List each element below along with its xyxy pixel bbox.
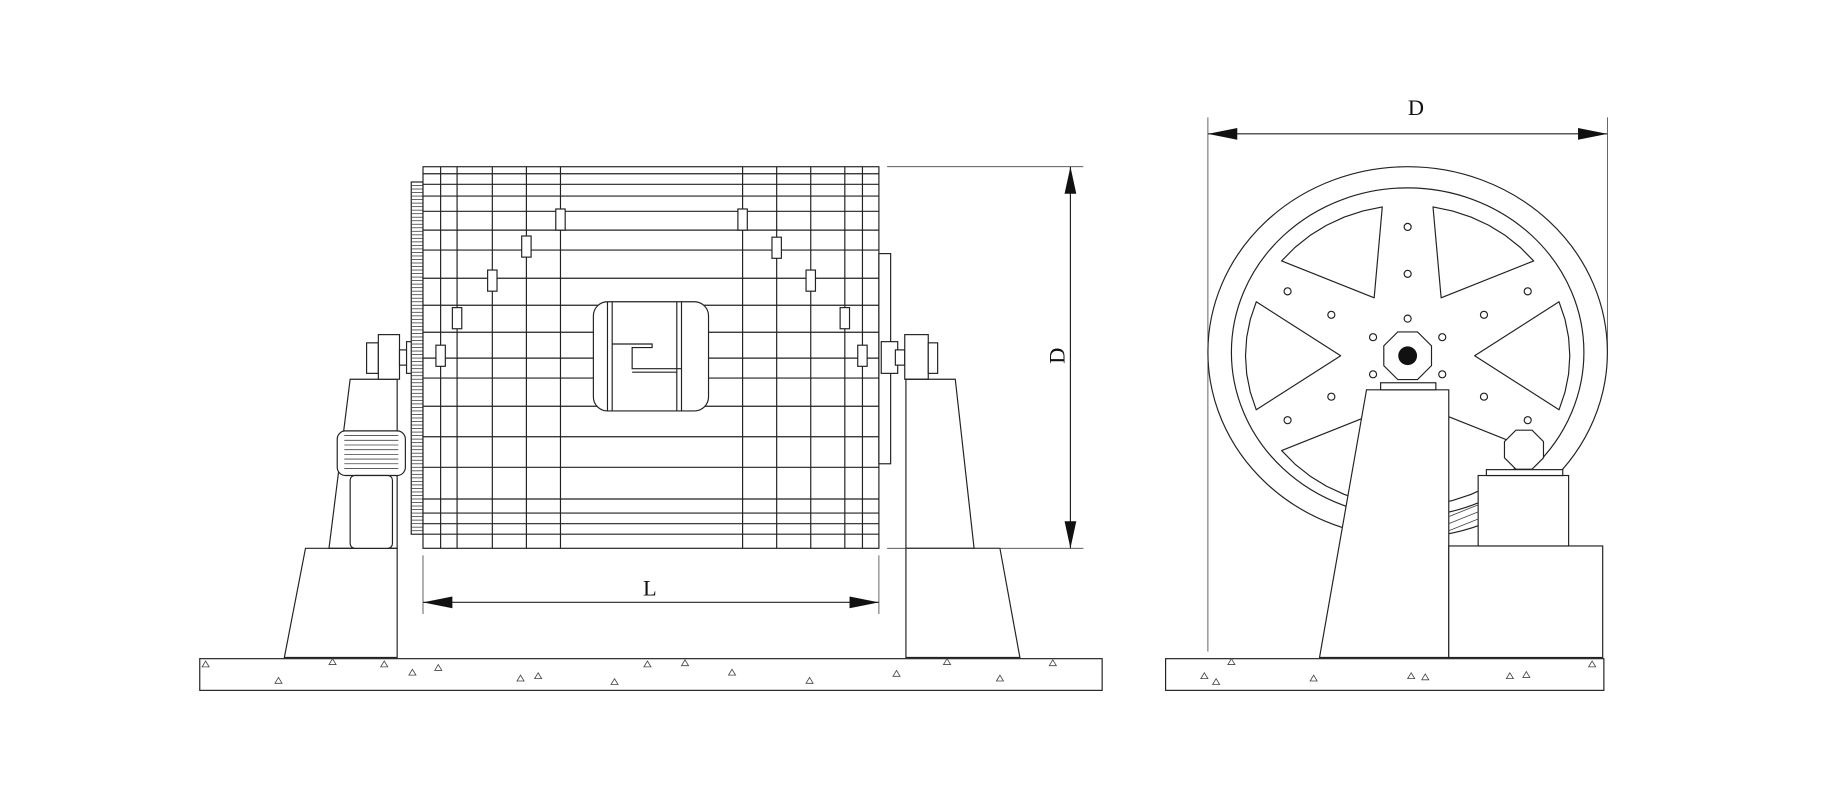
- pinion-shaft-housing: [349, 474, 394, 549]
- aggregate-mark: [1200, 671, 1209, 680]
- end-pedestal: [1318, 389, 1450, 659]
- bolt-hole: [1368, 370, 1378, 379]
- left-bearing-cap: [366, 342, 379, 374]
- spoke-window: [1244, 301, 1342, 411]
- left-bearing: [377, 334, 401, 380]
- dimension-diameter-end: D: [1207, 95, 1608, 652]
- dimension-label-d-side: D: [1045, 348, 1070, 364]
- aggregate-mark: [434, 663, 443, 671]
- aggregate-mark: [1309, 674, 1318, 682]
- bolt-hole: [1283, 416, 1292, 425]
- bolt-hole: [1523, 416, 1532, 425]
- bolt-hole: [1368, 333, 1378, 342]
- aggregate-mark: [328, 657, 337, 665]
- aggregate-mark: [610, 677, 619, 685]
- spoke-window: [1474, 301, 1571, 411]
- drum-bolt: [555, 208, 566, 231]
- aggregate-mark: [1227, 657, 1236, 665]
- aggregate-mark: [1587, 660, 1597, 668]
- side-view: D L: [199, 166, 1103, 691]
- drive-belts: [1448, 504, 1479, 532]
- dimension-label-d-end: D: [1408, 95, 1424, 120]
- bolt-hole: [1438, 333, 1447, 342]
- aggregate-mark: [892, 669, 901, 677]
- aggregate-mark: [533, 671, 543, 680]
- aggregate-mark: [643, 660, 652, 668]
- aggregate-mark: [1522, 670, 1531, 678]
- bolt-hole: [1403, 269, 1412, 278]
- dimension-label-l: L: [643, 575, 657, 600]
- bolt-hole: [1327, 392, 1336, 401]
- right-bearing-cap: [927, 342, 939, 374]
- bolt-hole: [1327, 310, 1336, 319]
- drum-bolt: [839, 307, 851, 330]
- aggregate-mark: [1406, 671, 1416, 680]
- bolt-hole: [1403, 314, 1412, 323]
- slab-aggregate-marks: [201, 657, 1058, 685]
- drum-bolt: [451, 307, 463, 330]
- drum-bolt: [737, 208, 748, 231]
- dimension-length: L: [422, 555, 880, 615]
- girth-wheel: [1207, 166, 1608, 539]
- bolt-hole: [1479, 392, 1489, 401]
- manhole-door: [592, 301, 710, 412]
- drum-bolt: [771, 236, 782, 259]
- pinion-gear-end: [1503, 429, 1545, 470]
- motor-top-plate: [1485, 469, 1564, 477]
- drive-base-block: [1448, 545, 1604, 659]
- drum-bolt: [857, 344, 868, 367]
- drum-bolt: [805, 269, 817, 292]
- aggregate-mark: [1505, 671, 1515, 680]
- bolt-hole: [1403, 222, 1412, 232]
- bolt-hole: [1523, 287, 1532, 296]
- drum-bolt: [521, 235, 532, 258]
- aggregate-mark: [1048, 659, 1058, 667]
- right-bearing: [904, 334, 929, 380]
- aggregate-mark: [680, 659, 690, 667]
- aggregate-mark: [379, 660, 389, 668]
- aggregate-mark: [727, 668, 737, 676]
- right-trunnion-shaft: [894, 349, 906, 366]
- wheel-bolt-holes: [1283, 222, 1532, 425]
- spoke-window: [1432, 206, 1535, 299]
- aggregate-mark: [516, 674, 525, 682]
- slab-aggregate-marks: [1200, 657, 1597, 685]
- dimension-diameter-side: D: [887, 166, 1084, 549]
- spoke-window: [1281, 206, 1383, 299]
- motor-box: [1477, 474, 1570, 547]
- right-pedestal-upper: [905, 378, 975, 549]
- left-pedestal-base: [283, 547, 398, 659]
- drum-bolt: [487, 269, 498, 292]
- aggregate-mark: [1211, 677, 1221, 685]
- aggregate-mark: [274, 676, 283, 684]
- drum-bolt: [435, 344, 446, 367]
- bolt-hole: [1438, 370, 1447, 379]
- aggregate-mark: [942, 657, 952, 665]
- aggregate-mark: [1421, 673, 1430, 681]
- girth-gear-teeth: [411, 185, 423, 532]
- aggregate-mark: [201, 660, 210, 668]
- foundation-slab-end: [1165, 658, 1605, 691]
- bolt-hole: [1283, 287, 1292, 296]
- wheel-shaft: [1398, 346, 1418, 366]
- drum-bolts: [435, 208, 868, 367]
- pinion-gear-teeth: [344, 435, 399, 469]
- aggregate-mark: [995, 674, 1005, 682]
- foundation-slab-side: [199, 658, 1103, 691]
- end-view: D: [1165, 95, 1608, 691]
- end-bearing-plate: [1380, 382, 1437, 391]
- aggregate-mark: [408, 668, 417, 676]
- aggregate-mark: [805, 676, 814, 684]
- bolt-hole: [1479, 310, 1489, 319]
- right-pedestal-base: [905, 547, 1021, 659]
